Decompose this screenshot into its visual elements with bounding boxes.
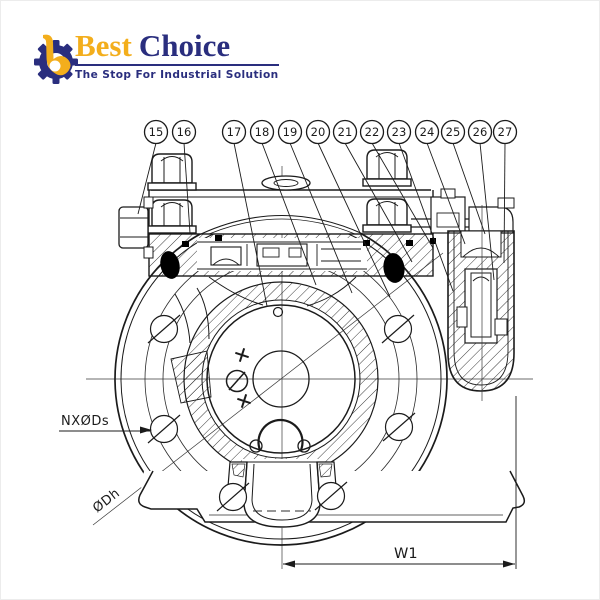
bore-bottom-detail [249,418,311,453]
adjusting-screw [225,369,249,393]
arrowhead-icon [503,560,515,568]
callout-22: 22 [359,119,385,145]
svg-text:15: 15 [149,125,164,139]
brand-second-word: Choice [138,28,231,63]
center-details [225,306,310,408]
callout-27: 27 [492,119,518,145]
bolt-hole [216,482,250,512]
callout-16: 16 [171,119,197,145]
leader-lines [137,142,506,307]
svg-text:25: 25 [446,125,461,139]
svg-text:26: 26 [473,125,488,139]
brand-tagline: The Stop For Industrial Solution [75,69,279,81]
top-boss [261,175,311,191]
dimension-w1: W1 [283,396,517,569]
side-chamber [447,205,515,401]
bolt-hole [314,481,348,511]
hex-bolt [362,149,412,187]
bolt-hole [147,314,181,344]
callout-21: 21 [332,119,358,145]
svg-text:27: 27 [498,125,513,139]
callout-18: 18 [249,119,275,145]
svg-text:18: 18 [255,125,270,139]
callout-26: 26 [467,119,493,145]
svg-text:22: 22 [365,125,380,139]
callout-23: 23 [386,119,412,145]
bolt-hole [147,414,181,444]
arrowhead-icon [283,560,295,568]
svg-text:17: 17 [227,125,242,139]
svg-text:20: 20 [311,125,326,139]
o-ring-right [383,253,405,283]
side-hex-nut [118,196,154,259]
hex-bolt [362,198,412,233]
svg-text:23: 23 [392,125,407,139]
dimension-bolt-circle: ØDh [90,486,123,516]
bolt-hole [381,314,415,344]
o-ring-left [160,251,180,279]
svg-text:24: 24 [420,125,435,139]
callout-15: 15 [143,119,169,145]
w1-dim-label: W1 [394,546,418,562]
flange-bolt-holes [147,314,416,512]
o-ring-seals [160,235,436,283]
bolt-holes-dim-label: NXØDs [61,414,109,429]
dimension-bolt-holes: NXØDs [59,414,152,434]
right-linkage [411,188,515,249]
callout-25: 25 [440,119,466,145]
callout-20: 20 [305,119,331,145]
callout-balloons: 15 16 17 18 19 20 21 22 23 24 25 26 27 [143,119,518,145]
gear-icon [34,34,78,84]
position-cross [235,348,249,362]
callout-19: 19 [277,119,303,145]
svg-text:16: 16 [177,125,192,139]
callout-17: 17 [221,119,247,145]
bolt-hole [382,412,416,442]
hex-bolt [147,153,197,191]
svg-text:19: 19 [283,125,298,139]
position-cross [237,394,251,408]
bonnet-section [118,149,515,283]
brand-first-word: Best [75,28,132,63]
arrowhead-icon [140,426,152,434]
svg-text:21: 21 [338,125,353,139]
bolt-circle-dim-label: ØDh [90,486,123,516]
callout-24: 24 [414,119,440,145]
band-cavity [197,238,367,271]
